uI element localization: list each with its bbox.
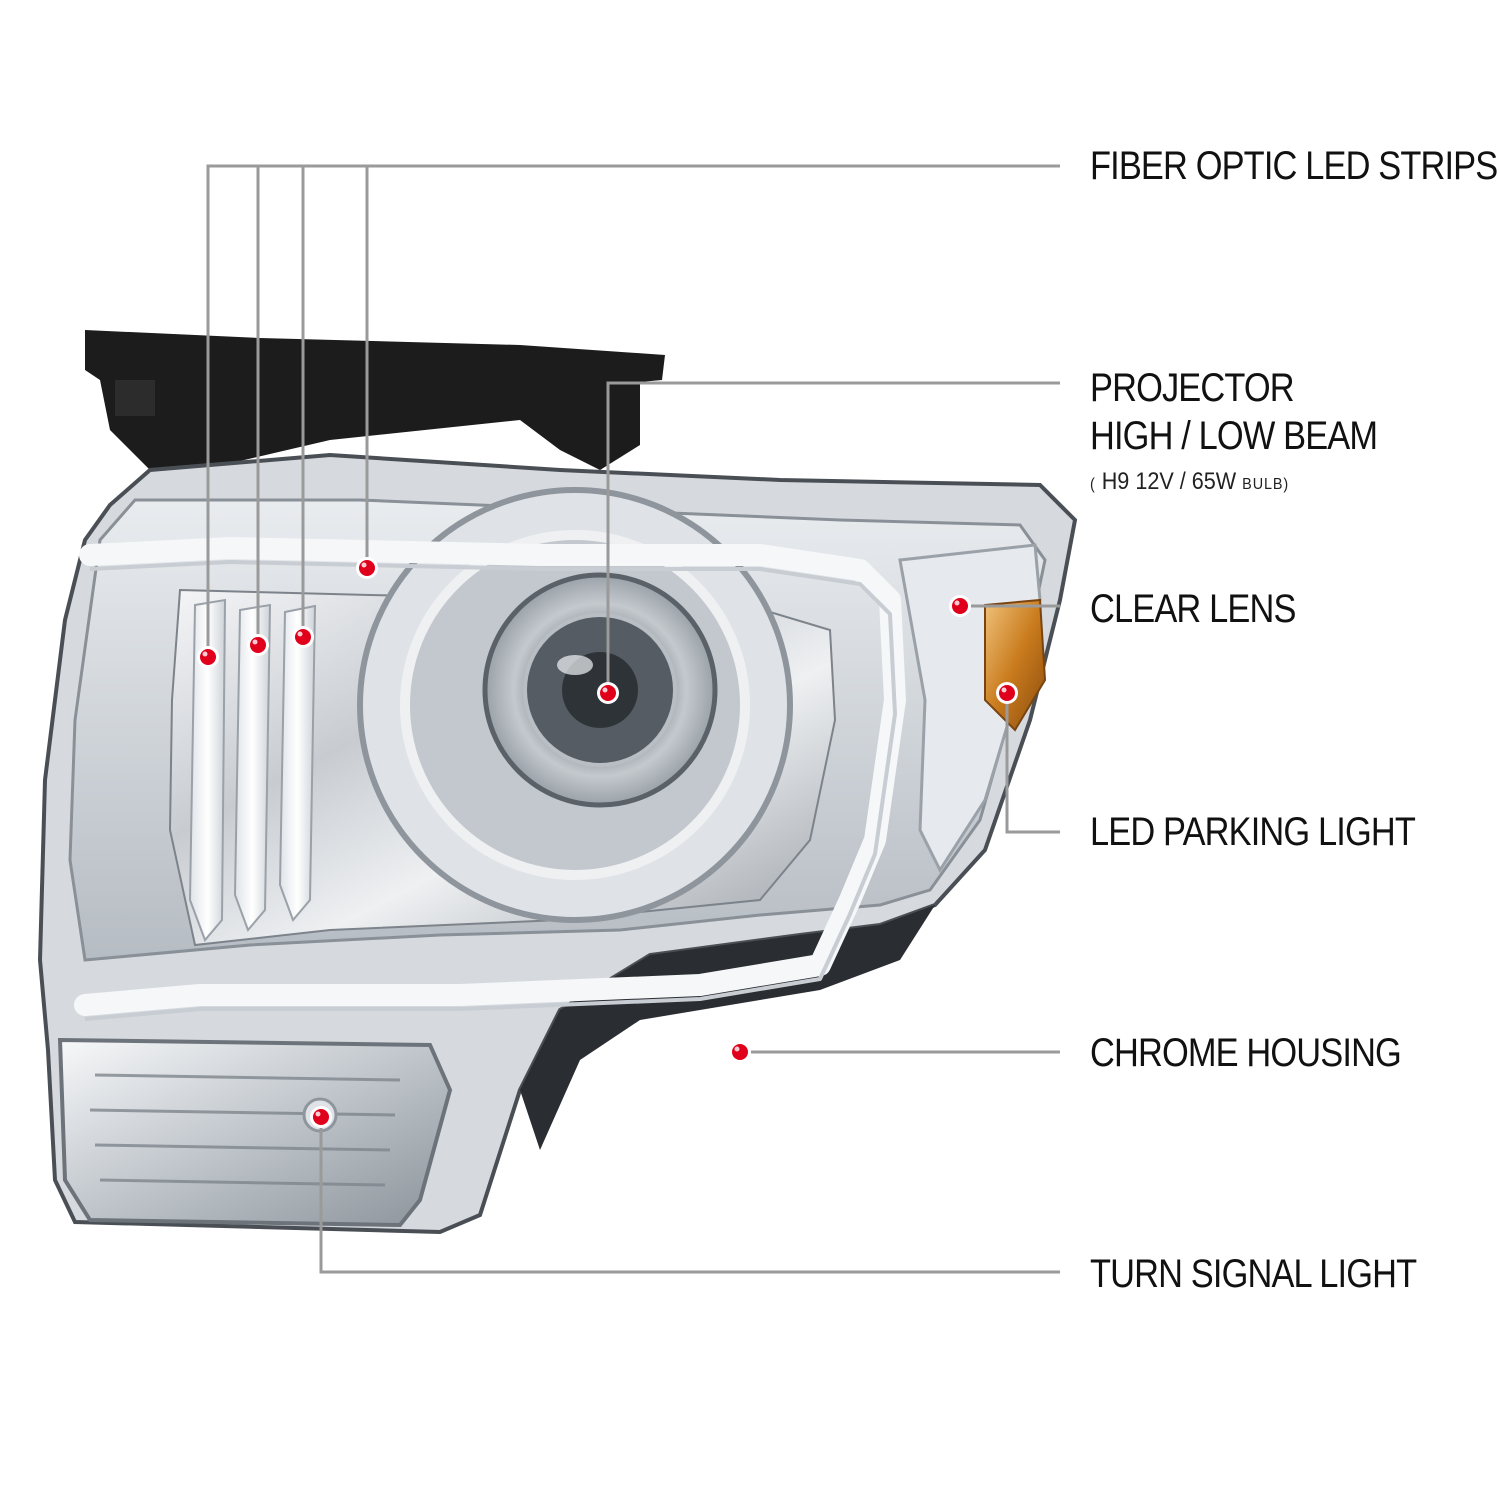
- label-chrome-housing: CHROME HOUSING: [1090, 1031, 1402, 1075]
- callout-markers: [197, 557, 1018, 1128]
- marker-fiber-optic-4: [356, 557, 378, 579]
- marker-led-parking: [996, 682, 1018, 704]
- led-strip-2: [233, 603, 272, 932]
- label-projector-spec: ( H9 12V / 65W BULB): [1090, 470, 1289, 494]
- label-fiber-optic: FIBER OPTIC LED STRIPS: [1090, 144, 1498, 188]
- label-led-parking: LED PARKING LIGHT: [1090, 810, 1416, 854]
- spec-close-paren: ): [1283, 476, 1290, 493]
- mounting-bracket: [85, 330, 665, 475]
- marker-fiber-optic-1: [197, 646, 219, 668]
- marker-turn-signal: [310, 1106, 332, 1128]
- label-projector-line1: PROJECTOR: [1090, 366, 1295, 410]
- marker-clear-lens: [949, 595, 971, 617]
- turn-signal-housing: [57, 1037, 453, 1228]
- callout-line-projector: [606, 381, 1060, 693]
- callout-line-led-parking: [1005, 693, 1060, 834]
- headlight-illustration: [37, 330, 1078, 1235]
- marker-projector: [597, 682, 619, 704]
- marker-fiber-optic-3: [292, 626, 314, 648]
- led-strip-1: [188, 598, 227, 942]
- label-turn-signal: TURN SIGNAL LIGHT: [1090, 1252, 1417, 1296]
- led-strip-3: [278, 604, 317, 922]
- label-clear-lens: CLEAR LENS: [1090, 587, 1296, 631]
- label-projector-line2: HIGH / LOW BEAM: [1090, 414, 1378, 458]
- callout-line-turn-signal: [319, 1117, 1060, 1274]
- marker-fiber-optic-2: [247, 634, 269, 656]
- callout-line-fiber-optic-top: [206, 164, 1060, 657]
- spec-open-paren: (: [1090, 476, 1096, 493]
- callout-lines: [206, 164, 1060, 1274]
- spec-unit: BULB: [1242, 476, 1284, 493]
- spec-rating: 12V / 65W: [1135, 468, 1237, 495]
- marker-chrome-housing: [729, 1041, 751, 1063]
- spec-bulb-type: H9: [1101, 468, 1130, 495]
